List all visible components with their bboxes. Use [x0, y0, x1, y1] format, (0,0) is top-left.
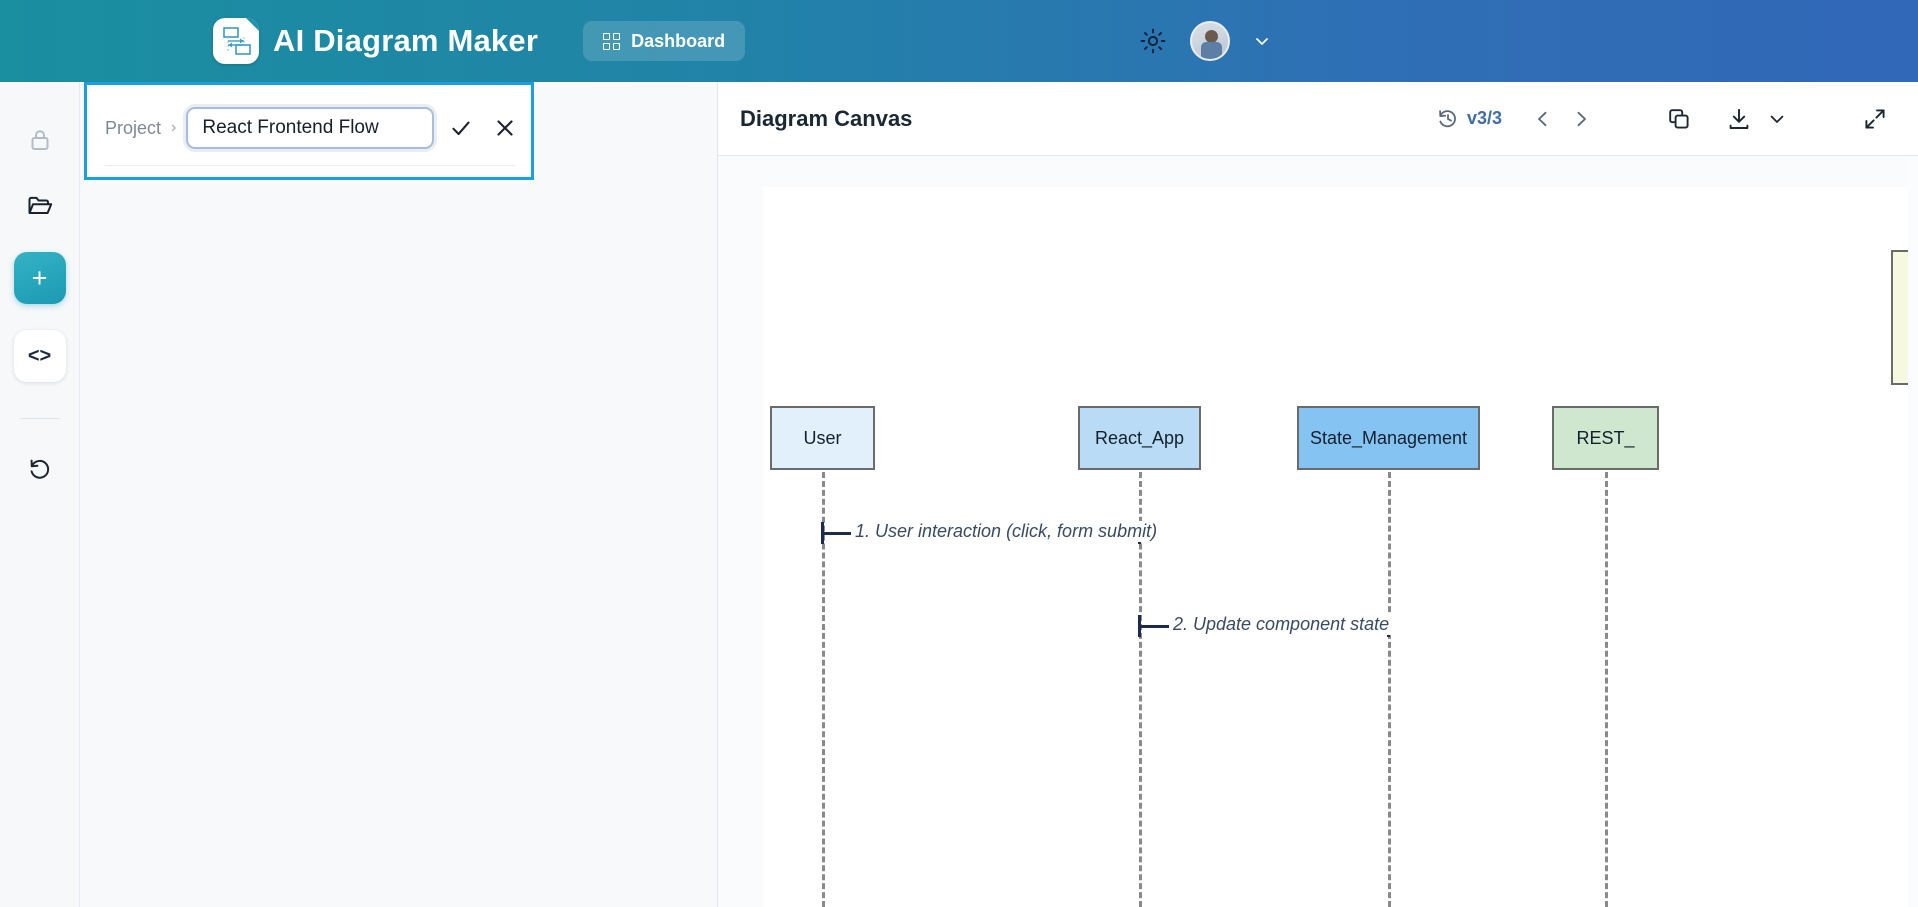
lifeline: [822, 472, 825, 907]
breadcrumb: Project ›: [105, 107, 522, 149]
participant-box[interactable]: State_Management: [1297, 406, 1480, 470]
diagram-canvas-panel: Diagram Canvas v3/3: [718, 82, 1918, 907]
folder-open-icon[interactable]: [20, 186, 60, 226]
next-version-button[interactable]: [1562, 100, 1600, 138]
participant-label: React_App: [1094, 427, 1185, 448]
breadcrumb-highlight-frame: Project ›: [84, 82, 534, 180]
project-panel: Project ›: [80, 82, 718, 907]
participant-box[interactable]: REST_: [1552, 406, 1659, 470]
participant-box[interactable]: React_App: [1078, 406, 1201, 470]
code-brackets-icon: <>: [27, 344, 52, 367]
lifeline: [1139, 472, 1142, 907]
rail-divider: [19, 418, 60, 419]
code-view-button[interactable]: <>: [13, 330, 66, 382]
lifeline: [1388, 472, 1391, 907]
participant-box[interactable]: User: [770, 406, 875, 470]
header-actions: [1140, 21, 1270, 61]
confirm-rename-button[interactable]: [444, 111, 478, 145]
lifeline: [1605, 472, 1608, 907]
participant-label: State_Management: [1309, 427, 1468, 448]
lock-icon[interactable]: [20, 120, 60, 160]
app-title: AI Diagram Maker: [273, 23, 539, 58]
sequence-diagram[interactable]: React Fro User request lifecyc User Reac…: [763, 187, 1918, 907]
grid-icon: [603, 32, 621, 50]
icon-rail: + <>: [0, 82, 80, 907]
canvas-tools: v3/3: [1429, 100, 1918, 138]
dashboard-button[interactable]: Dashboard: [583, 21, 746, 61]
cancel-rename-button[interactable]: [488, 111, 522, 145]
canvas-scrollbar[interactable]: [1908, 156, 1918, 907]
version-label: v3/3: [1466, 108, 1502, 128]
canvas-toolbar: Diagram Canvas v3/3: [718, 82, 1918, 156]
participant-label: REST_: [1576, 427, 1635, 448]
download-options-chevron-icon[interactable]: [1758, 100, 1796, 138]
breadcrumb-project-label[interactable]: Project: [105, 117, 162, 138]
breadcrumb-separator: ›: [171, 119, 177, 136]
add-diagram-button[interactable]: +: [13, 252, 66, 304]
avatar[interactable]: [1190, 21, 1230, 61]
sun-icon[interactable]: [1140, 28, 1166, 54]
participant-label: User: [803, 427, 842, 448]
chevron-down-icon[interactable]: [1254, 33, 1270, 49]
panel-divider: [105, 165, 515, 166]
plus-icon: +: [31, 262, 48, 293]
brand: AI Diagram Maker: [213, 18, 538, 64]
message-label: 1. User interaction (click, form submit): [851, 521, 1162, 542]
message-label: 2. Update component state: [1169, 614, 1394, 635]
copy-icon[interactable]: [1660, 100, 1698, 138]
expand-icon[interactable]: [1856, 100, 1894, 138]
project-name-input[interactable]: [186, 107, 435, 149]
history-clock-icon[interactable]: [1429, 100, 1467, 138]
dashboard-label: Dashboard: [631, 30, 726, 51]
canvas-viewport[interactable]: React Fro User request lifecyc User Reac…: [718, 156, 1918, 907]
diagram-logo-icon: [213, 18, 259, 64]
history-undo-icon[interactable]: [20, 449, 60, 489]
download-icon[interactable]: [1720, 100, 1758, 138]
app-header: AI Diagram Maker Dashboard: [0, 0, 1918, 82]
prev-version-button[interactable]: [1524, 100, 1562, 138]
page-title: Diagram Canvas: [740, 105, 913, 131]
